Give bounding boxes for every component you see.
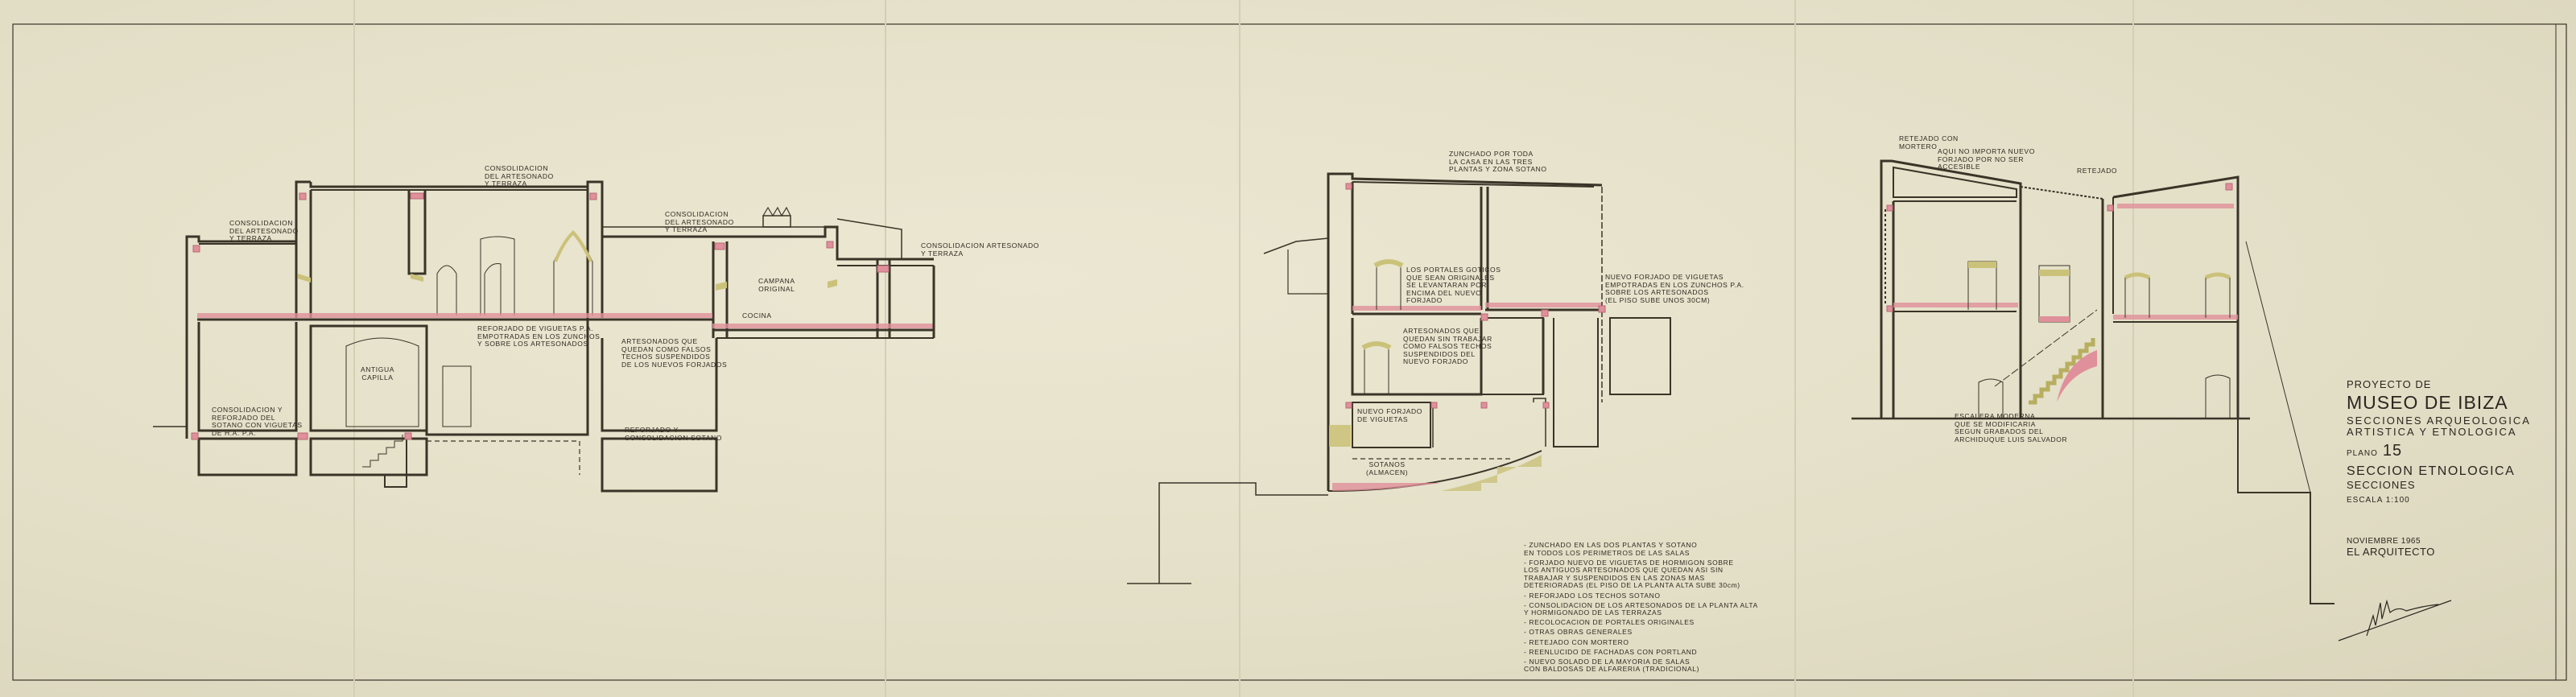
author: EL ARQUITECTO xyxy=(2347,546,2435,558)
label-artesonados-falsos: ARTESONADOS QUE QUEDAN COMO FALSOS TECHO… xyxy=(621,337,728,369)
title-block: PROYECTO DE MUSEO DE IBIZA SECCIONES ARQ… xyxy=(2347,378,2531,558)
label-cocina: COCINA xyxy=(742,311,772,320)
plan-number: 15 xyxy=(2382,442,2403,460)
plan-label: PLANO xyxy=(2347,449,2378,458)
project-subtitle: SECCIONES ARQUEOLOGICA ARTISTICA Y ETNOL… xyxy=(2347,414,2531,438)
label-middle-roof: CONSOLIDACION DEL ARTESONADO Y TERRAZA xyxy=(665,210,734,233)
label-reforjado-sotano: REFORJADO Y CONSOLIDACION SOTANO xyxy=(625,426,722,442)
legend-item: - RECOLOCACION DE PORTALES ORIGINALES xyxy=(1524,618,1695,627)
sheet-frame xyxy=(12,0,2567,697)
legend-item: - REFORJADO LOS TECHOS SOTANO xyxy=(1524,591,1661,600)
scale: ESCALA 1:100 xyxy=(2347,496,2410,505)
section-arqueologica-artistica xyxy=(153,180,935,493)
label-annex-roof: CONSOLIDACION ARTESONADO Y TERRAZA xyxy=(921,241,1039,258)
label-wing-roof: CONSOLIDACION DEL ARTESONADO Y TERRAZA xyxy=(229,219,299,242)
works-legend: - ZUNCHADO EN LAS DOS PLANTAS Y SOTANO E… xyxy=(1524,541,1758,675)
label-capilla: ANTIGUA CAPILLA xyxy=(361,365,394,381)
project-prefix: PROYECTO DE xyxy=(2347,378,2432,390)
label-main-roof: CONSOLIDACION DEL ARTESONADO Y TERRAZA xyxy=(485,164,554,188)
label-sotano-consolidacion: CONSOLIDACION Y REFORJADO DEL SOTANO CON… xyxy=(212,406,303,437)
label-reforjado-viguetas: REFORJADO DE VIGUETAS P.A. EMPOTRADAS EN… xyxy=(477,324,601,348)
label-nuevo-forjado-empotrado: NUEVO FORJADO DE VIGUETAS EMPOTRADAS EN … xyxy=(1605,273,1744,304)
section-media xyxy=(1127,172,1671,584)
label-portales: LOS PORTALES GOTICOS QUE SEAN ORIGINALES… xyxy=(1406,266,1501,304)
legend-item: - RETEJADO CON MORTERO xyxy=(1524,637,1629,646)
legend-item: - REENLUCIDO DE FACHADAS CON PORTLAND xyxy=(1524,647,1698,656)
section-etnologica xyxy=(1852,159,2334,604)
label-campana: CAMPANA ORIGINAL xyxy=(758,277,795,293)
label-zunchado: ZUNCHADO POR TODA LA CASA EN LAS TRES PL… xyxy=(1449,150,1547,173)
date: NOVIEMBRE 1965 xyxy=(2347,537,2421,546)
label-retejado: RETEJADO xyxy=(2077,167,2118,175)
label-escalera: ESCALERA MODERNA QUE SE MODIFICARIA SEGU… xyxy=(1955,412,2068,443)
section-title: SECCION ETNOLOGICA xyxy=(2347,464,2516,478)
label-artesonados-sin-trabajar: ARTESONADOS QUE QUEDAN SIN TRABAJAR COMO… xyxy=(1403,327,1492,365)
section-subtitle: SECCIONES xyxy=(2347,479,2416,491)
architect-signature xyxy=(2338,599,2452,641)
label-nuevo-forjado: NUEVO FORJADO DE VIGUETAS xyxy=(1357,407,1423,423)
legend-item: - FORJADO NUEVO DE VIGUETAS DE HORMIGON … xyxy=(1524,558,1740,590)
label-no-importa: AQUI NO IMPORTA NUEVO FORJADO POR NO SER… xyxy=(1938,147,2035,171)
label-retejado-mortero: RETEJADO CON MORTERO xyxy=(1899,134,1959,151)
project-name: MUSEO DE IBIZA xyxy=(2347,392,2508,413)
plan-number-row: PLANO 15 xyxy=(2347,442,2531,460)
label-sotanos: SOTANOS (ALMACEN) xyxy=(1366,460,1409,476)
legend-item: - ZUNCHADO EN LAS DOS PLANTAS Y SOTANO E… xyxy=(1524,541,1698,557)
legend-item: - OTRAS OBRAS GENERALES xyxy=(1524,628,1633,637)
legend-item: - NUEVO SOLADO DE LA MAYORIA DE SALAS CO… xyxy=(1524,657,1700,674)
legend-item: - CONSOLIDACION DE LOS ARTESONADOS DE LA… xyxy=(1524,600,1758,617)
